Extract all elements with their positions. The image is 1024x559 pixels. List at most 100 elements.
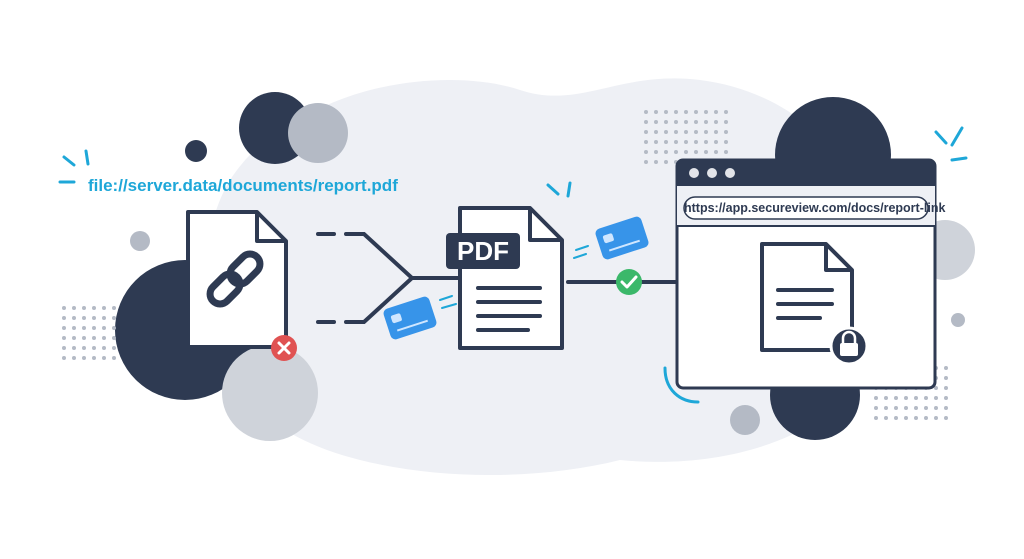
grid-dot bbox=[644, 160, 648, 164]
grid-dot bbox=[92, 346, 96, 350]
grid-dot bbox=[72, 356, 76, 360]
grid-dot bbox=[72, 326, 76, 330]
browser-address-bar[interactable]: https://app.secureview.com/docs/report-l… bbox=[684, 201, 946, 215]
grid-dot bbox=[934, 386, 938, 390]
grid-dot bbox=[82, 356, 86, 360]
deco-grey-blob-bottom-left bbox=[222, 345, 318, 441]
grid-dot bbox=[664, 140, 668, 144]
grid-dot bbox=[102, 306, 106, 310]
credit-card-icon-left bbox=[383, 296, 437, 340]
grid-dot bbox=[714, 150, 718, 154]
grid-dot bbox=[944, 386, 948, 390]
deco-dark-dot-small bbox=[185, 140, 207, 162]
motion-lines-left bbox=[439, 295, 457, 309]
grid-dot bbox=[944, 366, 948, 370]
lock-icon bbox=[829, 326, 869, 366]
maximize-dot[interactable] bbox=[725, 168, 735, 178]
grid-dot bbox=[102, 316, 106, 320]
grid-dot bbox=[674, 150, 678, 154]
grid-dot bbox=[644, 130, 648, 134]
grid-dot bbox=[102, 326, 106, 330]
grid-dot bbox=[924, 416, 928, 420]
grid-dot bbox=[874, 416, 878, 420]
grid-dot bbox=[894, 406, 898, 410]
grid-dot bbox=[92, 316, 96, 320]
grid-dot bbox=[704, 120, 708, 124]
grid-dot bbox=[664, 150, 668, 154]
grid-dot bbox=[924, 396, 928, 400]
sparkle-lines-source bbox=[58, 149, 90, 184]
grid-dot bbox=[914, 416, 918, 420]
grid-dot bbox=[934, 416, 938, 420]
sparkle-lines-browser bbox=[934, 126, 968, 162]
grid-dot bbox=[644, 120, 648, 124]
grid-dot bbox=[914, 406, 918, 410]
grid-dot bbox=[694, 110, 698, 114]
grid-dot bbox=[62, 306, 66, 310]
pdf-badge: PDF bbox=[446, 233, 520, 269]
grid-dot bbox=[92, 306, 96, 310]
grid-dot bbox=[944, 416, 948, 420]
grid-dot bbox=[654, 140, 658, 144]
grid-dot bbox=[92, 356, 96, 360]
grid-dot bbox=[664, 120, 668, 124]
grid-dot bbox=[724, 140, 728, 144]
grid-dot bbox=[704, 110, 708, 114]
grid-dot bbox=[724, 150, 728, 154]
grid-dot bbox=[112, 346, 116, 350]
grid-dot bbox=[724, 110, 728, 114]
grid-dot bbox=[654, 150, 658, 154]
grid-dot bbox=[112, 356, 116, 360]
grid-dot bbox=[112, 306, 116, 310]
grid-dot bbox=[112, 326, 116, 330]
deco-grey-dot-right-small bbox=[951, 313, 965, 327]
link-icon bbox=[206, 250, 264, 308]
grid-dot bbox=[112, 336, 116, 340]
grid-dot bbox=[904, 416, 908, 420]
minimize-dot[interactable] bbox=[707, 168, 717, 178]
grid-dot bbox=[724, 130, 728, 134]
grid-dot bbox=[894, 396, 898, 400]
grid-dot bbox=[904, 406, 908, 410]
grid-dot bbox=[714, 140, 718, 144]
grid-dot bbox=[644, 110, 648, 114]
close-dot[interactable] bbox=[689, 168, 699, 178]
grid-dot bbox=[714, 120, 718, 124]
grid-dot bbox=[82, 346, 86, 350]
grid-dot bbox=[884, 406, 888, 410]
sparkle-lines-pdf bbox=[546, 181, 572, 198]
grid-dot bbox=[724, 120, 728, 124]
grid-dot bbox=[112, 316, 116, 320]
grid-dot bbox=[62, 326, 66, 330]
grid-dot bbox=[644, 150, 648, 154]
grid-dot bbox=[684, 150, 688, 154]
grid-dot bbox=[102, 356, 106, 360]
grid-dot bbox=[62, 336, 66, 340]
grid-dot bbox=[684, 130, 688, 134]
locked-document-icon bbox=[760, 242, 854, 352]
grid-dot bbox=[664, 110, 668, 114]
error-x-icon bbox=[271, 335, 297, 361]
grid-dot bbox=[944, 396, 948, 400]
grid-dot bbox=[654, 160, 658, 164]
grid-dot bbox=[82, 316, 86, 320]
grid-dot bbox=[704, 130, 708, 134]
grid-dot bbox=[894, 416, 898, 420]
grid-dot bbox=[62, 356, 66, 360]
grid-dot bbox=[684, 110, 688, 114]
credit-card-icon-right bbox=[595, 216, 649, 260]
grid-dot bbox=[874, 406, 878, 410]
deco-grey-dot-bottom bbox=[730, 405, 760, 435]
grid-dot bbox=[924, 406, 928, 410]
grid-dot bbox=[684, 120, 688, 124]
grid-dot bbox=[704, 140, 708, 144]
grid-dot bbox=[102, 346, 106, 350]
grid-dot bbox=[694, 150, 698, 154]
grid-dot bbox=[914, 396, 918, 400]
window-controls bbox=[689, 168, 735, 178]
grid-dot bbox=[644, 140, 648, 144]
grid-dot bbox=[92, 336, 96, 340]
grid-dot bbox=[674, 110, 678, 114]
